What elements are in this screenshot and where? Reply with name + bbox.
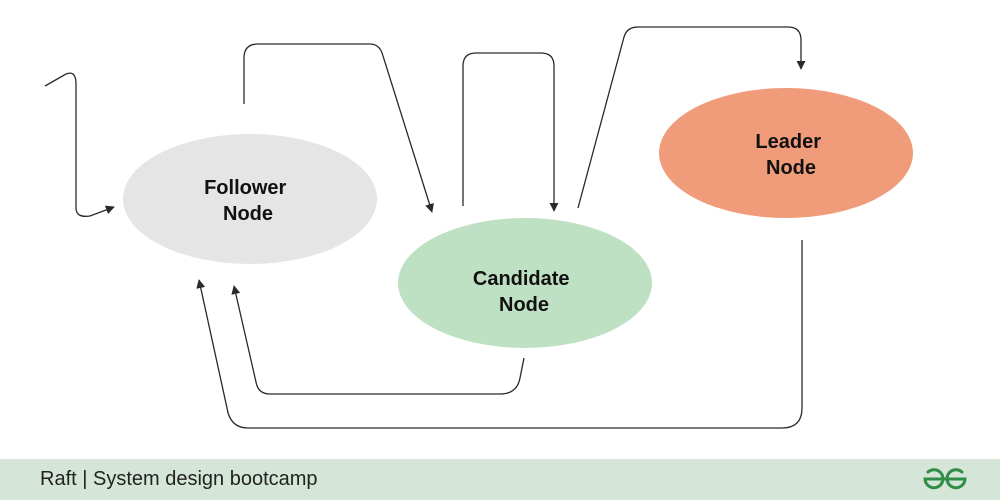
follower-node: [123, 134, 377, 264]
follower-to-candidate-arrow: [243, 43, 434, 213]
leader-node: [659, 88, 913, 218]
leader-to-follower-arrow: [196, 240, 803, 429]
footer-title: Raft | System design bootcamp: [40, 468, 318, 490]
start-to-follower-arrow: [44, 72, 115, 217]
candidate-self-loop-arrow: [462, 52, 559, 212]
candidate-node: [398, 218, 652, 348]
raft-state-diagram: Follower Node Candidate Node Leader Node: [44, 26, 913, 429]
candidate-to-leader-arrow: [577, 26, 806, 209]
geeksforgeeks-logo-icon: [923, 468, 967, 490]
footer-bar: Raft | System design bootcamp: [0, 459, 1000, 500]
leader-node-label: Leader Node: [755, 131, 826, 179]
candidate-node-label: Candidate Node: [473, 268, 575, 316]
follower-node-label: Follower Node: [204, 177, 292, 225]
candidate-to-follower-arrow: [231, 285, 525, 395]
